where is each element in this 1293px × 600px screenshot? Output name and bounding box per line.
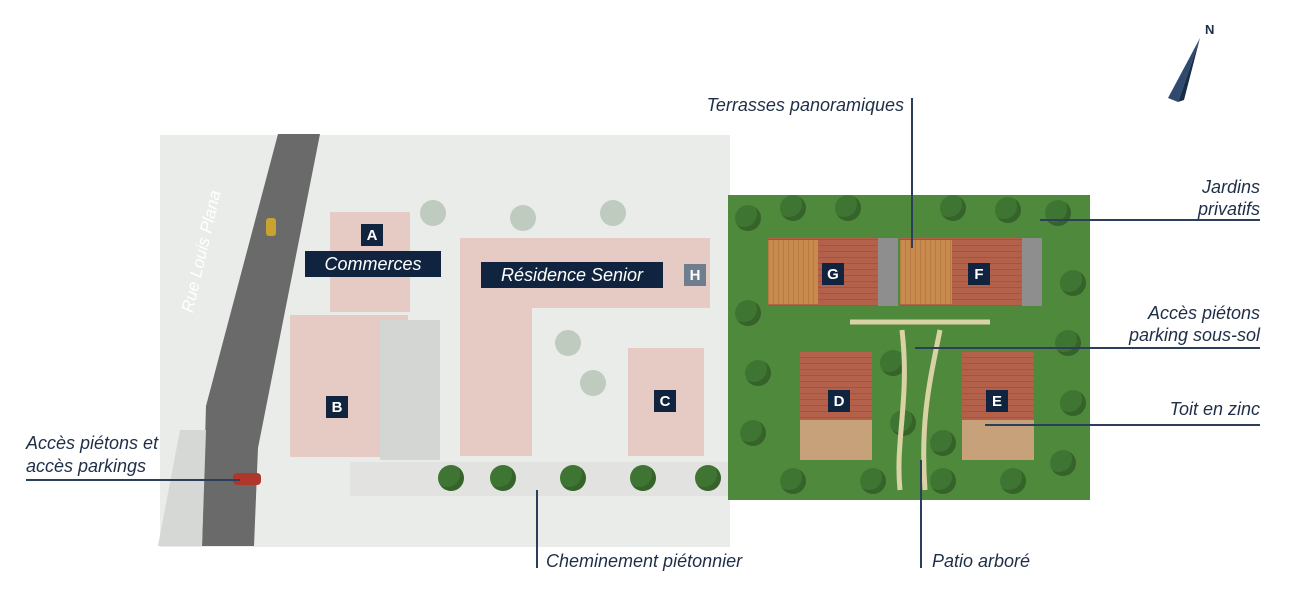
compass-arrow-icon xyxy=(1168,38,1200,102)
patio-path xyxy=(850,319,990,491)
label-jardins-privatifs-line1: Jardins xyxy=(1201,177,1260,197)
tree xyxy=(600,200,626,226)
tree xyxy=(835,195,861,221)
building-badge-f: F xyxy=(968,263,990,285)
residence-wing-footprint xyxy=(460,308,532,456)
tree xyxy=(995,197,1021,223)
tree xyxy=(780,195,806,221)
tree xyxy=(1060,390,1086,416)
building-badge-b: B xyxy=(326,396,348,418)
tree xyxy=(1060,270,1086,296)
building-g-side xyxy=(878,238,898,306)
building-badge-a: A xyxy=(361,224,383,246)
tree xyxy=(1050,450,1076,476)
tree xyxy=(1055,330,1081,356)
tree xyxy=(420,200,446,226)
tree xyxy=(438,465,464,491)
leader-line xyxy=(985,424,1260,426)
tree xyxy=(630,465,656,491)
tree xyxy=(735,205,761,231)
building-badge-c: C xyxy=(654,390,676,412)
tree xyxy=(560,465,586,491)
label-patio-arbore: Patio arboré xyxy=(932,551,1031,571)
label-cheminement-pietonnier: Cheminement piétonnier xyxy=(546,551,743,571)
tree xyxy=(510,205,536,231)
tree xyxy=(1000,468,1026,494)
pedestrian-path xyxy=(350,462,730,496)
label-acces-parkings-line1: Accès piétons et xyxy=(26,433,159,453)
tree xyxy=(580,370,606,396)
leader-line xyxy=(911,98,913,248)
leader-line xyxy=(915,347,1260,349)
building-badge-d: D xyxy=(828,390,850,412)
leader-line xyxy=(26,479,240,481)
road xyxy=(158,134,320,546)
label-toit-en-zinc: Toit en zinc xyxy=(1169,399,1260,419)
compass-north-label: N xyxy=(1205,22,1215,37)
commerces-banner: Commerces xyxy=(305,251,441,277)
building-f-side xyxy=(1022,238,1042,306)
building-badge-e: E xyxy=(986,390,1008,412)
tree xyxy=(740,420,766,446)
car-icon-red xyxy=(233,473,261,485)
leader-line xyxy=(1040,219,1260,221)
label-terrasses-panoramiques: Terrasses panoramiques xyxy=(706,95,904,115)
car-icon xyxy=(266,218,276,236)
building-e-terrace xyxy=(962,420,1034,460)
building-g-terrace xyxy=(768,240,818,304)
building-d-terrace xyxy=(800,420,872,460)
tree xyxy=(695,465,721,491)
tree xyxy=(860,468,886,494)
label-acces-parkings-line2: accès parkings xyxy=(26,456,147,476)
tree xyxy=(745,360,771,386)
building-f-terrace xyxy=(900,240,952,304)
tree xyxy=(940,195,966,221)
label-acces-pietons-line2: parking sous-sol xyxy=(1128,325,1260,345)
building-badge-h: H xyxy=(684,264,706,286)
tree xyxy=(735,300,761,326)
leader-line xyxy=(920,460,922,568)
building-badge-g: G xyxy=(822,263,844,285)
tree xyxy=(930,430,956,456)
parking-area xyxy=(380,320,440,460)
label-acces-pietons-line1: Accès piétons xyxy=(1147,303,1260,323)
tree xyxy=(780,468,806,494)
tree xyxy=(555,330,581,356)
leader-line xyxy=(536,490,538,568)
label-jardins-privatifs-line2: privatifs xyxy=(1197,199,1260,219)
tree xyxy=(930,468,956,494)
residence-senior-banner: Résidence Senior xyxy=(481,262,663,288)
tree xyxy=(490,465,516,491)
tree xyxy=(1045,200,1071,226)
compass: N xyxy=(1160,20,1230,110)
